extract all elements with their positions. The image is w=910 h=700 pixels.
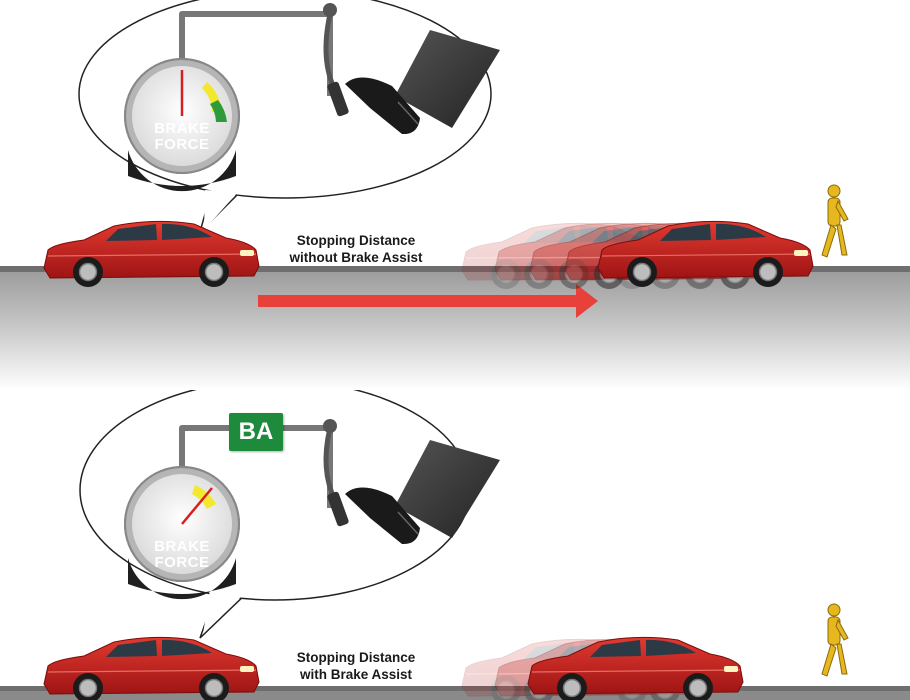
crash-test-dummy <box>821 603 849 677</box>
scenario-without-brake-assist: BRAKE FORCE Stopping Distance without Br… <box>0 0 910 390</box>
gauge-label-line2: FORCE <box>154 554 210 571</box>
caption-line2: without Brake Assist <box>289 250 423 265</box>
driver-shoe <box>345 487 420 545</box>
gauge-label-line1: BRAKE <box>154 120 210 137</box>
car-start <box>43 636 260 700</box>
pedal-pivot <box>323 3 337 17</box>
scene-illustration <box>0 390 910 700</box>
gauge-label-line1: BRAKE <box>154 538 210 555</box>
driver-shoe <box>345 77 420 135</box>
driver-leg <box>395 440 500 538</box>
gauge-needle <box>181 487 213 525</box>
brake-pedal <box>327 491 349 527</box>
car-start <box>43 220 260 288</box>
scenario-with-brake-assist: BA BRAKE FORCE Stopping Distance with Br… <box>0 390 910 700</box>
stopping-distance-arrow <box>258 284 598 318</box>
pedal-pivot <box>323 419 337 433</box>
brake-pedal <box>327 81 349 117</box>
brake-force-gauge <box>124 466 240 600</box>
brake-line <box>179 11 333 96</box>
caption-line1: Stopping Distance <box>296 233 416 248</box>
crash-test-dummy <box>821 184 849 258</box>
brake-assist-badge: BA <box>229 413 283 451</box>
road-edge <box>0 686 910 691</box>
road <box>0 268 910 390</box>
caption: Stopping Distance with Brake Assist <box>266 649 446 683</box>
gauge-label-line2: FORCE <box>154 136 210 153</box>
gauge-label: BRAKE FORCE <box>137 539 227 571</box>
driver-leg <box>395 30 500 128</box>
scene-illustration <box>0 0 910 390</box>
caption: Stopping Distance without Brake Assist <box>266 232 446 266</box>
caption-line2: with Brake Assist <box>299 667 413 682</box>
caption-line1: Stopping Distance <box>296 650 416 665</box>
road-edge <box>0 266 910 272</box>
gauge-label: BRAKE FORCE <box>137 121 227 153</box>
brake-force-gauge <box>124 58 240 192</box>
